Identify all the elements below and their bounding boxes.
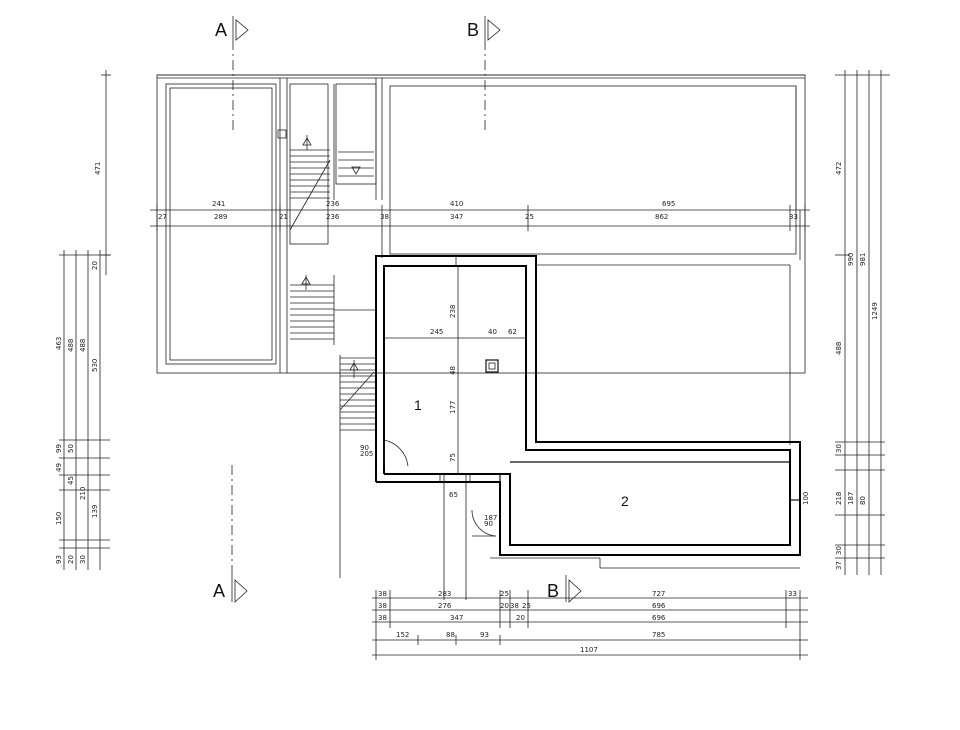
room-1-label: 1: [414, 397, 422, 413]
svg-text:463: 463: [55, 337, 63, 350]
svg-text:347: 347: [450, 213, 463, 221]
svg-text:90: 90: [484, 520, 493, 528]
svg-text:471: 471: [94, 162, 102, 175]
section-marker-a-top: A: [215, 16, 249, 130]
svg-text:20: 20: [67, 555, 75, 564]
svg-text:727: 727: [652, 590, 665, 598]
svg-text:38: 38: [510, 602, 519, 610]
svg-text:27: 27: [158, 213, 167, 221]
svg-text:99: 99: [55, 444, 63, 453]
svg-text:62: 62: [508, 328, 517, 336]
room-2-walls: [490, 461, 800, 569]
svg-text:38: 38: [378, 602, 387, 610]
dimension-chain-right: 472 990 981 1249 488 30 218 187 80 30 37: [835, 70, 890, 575]
svg-text:1107: 1107: [580, 646, 598, 654]
svg-text:93: 93: [55, 555, 63, 564]
svg-text:38: 38: [378, 590, 387, 598]
svg-text:40: 40: [488, 328, 497, 336]
svg-text:696: 696: [652, 614, 666, 622]
svg-text:283: 283: [438, 590, 451, 598]
svg-text:21: 21: [279, 213, 288, 221]
svg-text:65: 65: [449, 491, 458, 499]
svg-text:20: 20: [91, 261, 99, 270]
svg-text:1249: 1249: [871, 302, 879, 320]
svg-text:187: 187: [847, 492, 855, 505]
svg-text:347: 347: [450, 614, 463, 622]
svg-text:187: 187: [484, 514, 497, 522]
svg-text:862: 862: [655, 213, 668, 221]
svg-text:276: 276: [438, 602, 452, 610]
svg-text:90: 90: [360, 444, 369, 452]
svg-text:33: 33: [788, 590, 797, 598]
svg-text:981: 981: [859, 253, 867, 266]
svg-text:30: 30: [835, 546, 843, 555]
svg-text:785: 785: [652, 631, 665, 639]
svg-text:100: 100: [802, 492, 810, 505]
upper-level-outline: [156, 74, 806, 445]
svg-text:236: 236: [326, 213, 340, 221]
svg-text:49: 49: [55, 463, 63, 472]
section-label-b-bottom: B: [547, 581, 559, 601]
svg-text:88: 88: [446, 631, 455, 639]
svg-text:150: 150: [55, 512, 63, 525]
svg-text:25: 25: [525, 213, 534, 221]
section-marker-b-top: B: [467, 16, 501, 130]
svg-text:205: 205: [360, 450, 373, 458]
door-swing-1: [383, 439, 409, 467]
svg-text:218: 218: [835, 492, 843, 505]
svg-text:139: 139: [91, 505, 99, 518]
svg-text:38: 38: [380, 213, 389, 221]
svg-text:410: 410: [450, 200, 463, 208]
svg-text:177: 177: [449, 401, 457, 414]
section-label-b-top: B: [467, 20, 479, 40]
staircase-middle: [290, 275, 376, 345]
svg-text:696: 696: [652, 602, 666, 610]
svg-text:488: 488: [79, 339, 87, 352]
section-marker-b-bottom: B: [547, 575, 582, 603]
svg-text:75: 75: [449, 453, 457, 462]
svg-text:289: 289: [214, 213, 227, 221]
svg-text:530: 530: [91, 359, 99, 372]
dimension-chain-top: 241 236 410 695 27 289 21 236 38 347 25 …: [150, 200, 810, 231]
svg-text:210: 210: [79, 487, 87, 500]
svg-text:48: 48: [449, 366, 457, 375]
svg-text:488: 488: [67, 339, 75, 352]
svg-text:488: 488: [835, 342, 843, 355]
svg-text:80: 80: [859, 496, 867, 505]
door-swing-2: [471, 509, 497, 537]
section-marker-a-bottom: A: [213, 465, 248, 603]
svg-text:38: 38: [378, 614, 387, 622]
section-label-a-bottom: A: [213, 581, 225, 601]
svg-text:990: 990: [847, 253, 855, 266]
dimension-chain-left: 471 463 488 488 530 20 99 50 49 45 210 1…: [55, 70, 111, 570]
svg-text:30: 30: [79, 555, 87, 564]
svg-text:45: 45: [67, 476, 75, 485]
svg-text:37: 37: [835, 561, 843, 570]
svg-text:50: 50: [67, 444, 75, 453]
staircase-lower: [339, 355, 376, 578]
dimension-interior: 245 40 62 238 48 177 75 90 205 65 187 90…: [360, 266, 810, 528]
svg-text:25: 25: [500, 590, 509, 598]
svg-text:152: 152: [396, 631, 409, 639]
svg-text:30: 30: [835, 444, 843, 453]
svg-text:33: 33: [789, 213, 798, 221]
room-2-label: 2: [621, 493, 629, 509]
svg-text:20: 20: [500, 602, 509, 610]
svg-text:245: 245: [430, 328, 443, 336]
svg-text:25: 25: [522, 602, 531, 610]
svg-text:472: 472: [835, 162, 843, 175]
staircase-upper: [289, 135, 374, 231]
section-label-a-top: A: [215, 20, 227, 40]
svg-text:236: 236: [326, 200, 340, 208]
svg-text:695: 695: [662, 200, 675, 208]
svg-text:93: 93: [480, 631, 489, 639]
svg-text:238: 238: [449, 305, 457, 318]
svg-text:241: 241: [212, 200, 225, 208]
dimension-chain-bottom: 38 283 25 727 33 38 276 20 38 25 696 38 …: [372, 590, 808, 660]
svg-text:20: 20: [516, 614, 525, 622]
room-1-walls: [375, 255, 801, 600]
